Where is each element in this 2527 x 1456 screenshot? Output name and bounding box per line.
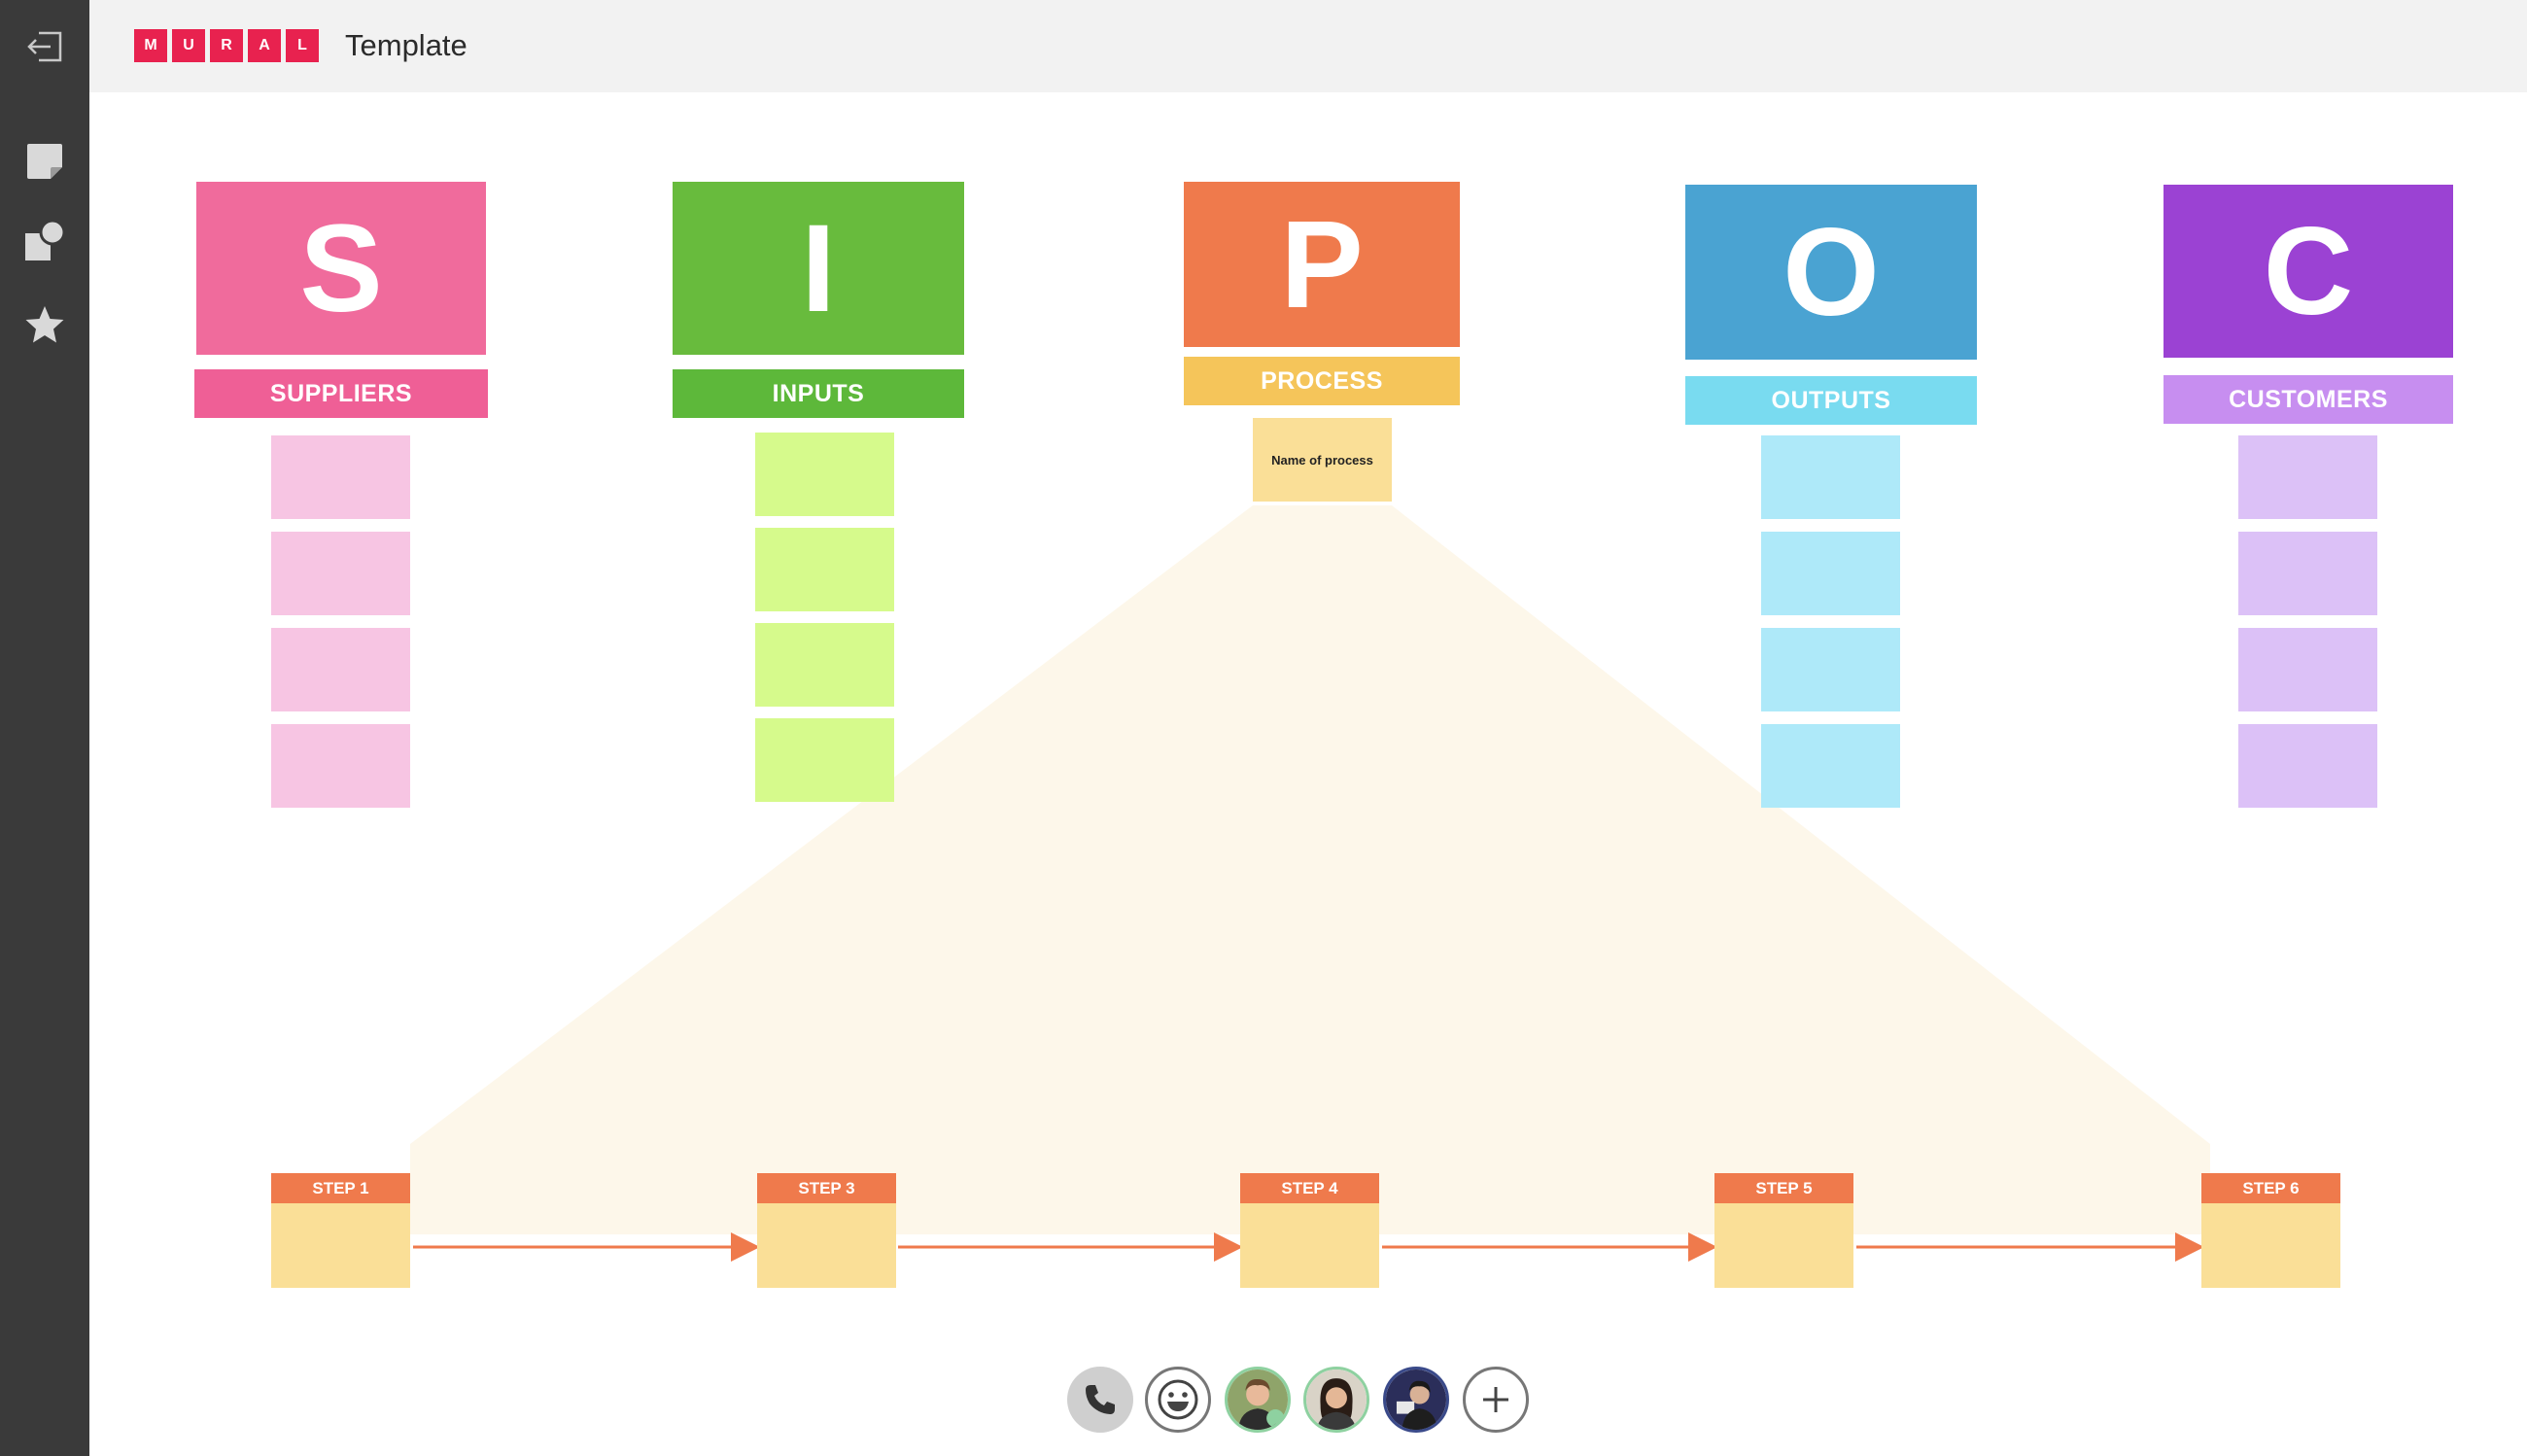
avatar-icon	[1228, 1369, 1288, 1430]
call-button[interactable]	[1067, 1367, 1133, 1433]
supplier-sticky-note[interactable]	[271, 628, 410, 711]
step-label: STEP 5	[1714, 1173, 1853, 1203]
supplier-sticky-note[interactable]	[271, 724, 410, 808]
customer-sticky-note[interactable]	[2238, 435, 2377, 519]
input-sticky-note[interactable]	[755, 528, 894, 611]
sipoc-letter-p[interactable]: P	[1184, 182, 1460, 347]
phone-icon	[1086, 1385, 1115, 1414]
output-sticky-note[interactable]	[1761, 628, 1900, 711]
step-arrows	[413, 1232, 2204, 1262]
process-funnel-shape	[410, 505, 2210, 1234]
shapes-button[interactable]	[19, 216, 70, 266]
exit-icon	[27, 31, 62, 61]
board-canvas[interactable]: S SUPPLIERS I INPUTS P PROCESS Name of p…	[89, 92, 2527, 1456]
sipoc-letter-o[interactable]: O	[1685, 185, 1977, 360]
collaborator-avatar[interactable]	[1383, 1367, 1449, 1433]
avatar-icon	[1386, 1369, 1446, 1430]
sticky-note-button[interactable]	[19, 136, 70, 187]
output-sticky-note[interactable]	[1761, 724, 1900, 808]
input-sticky-note[interactable]	[755, 623, 894, 707]
mural-logo[interactable]: M U R A L	[134, 29, 319, 62]
sipoc-letter-i[interactable]: I	[673, 182, 964, 355]
process-step-note[interactable]: STEP 5	[1714, 1173, 1853, 1288]
sipoc-label-suppliers[interactable]: SUPPLIERS	[194, 369, 488, 418]
logo-letter: U	[172, 29, 205, 62]
sipoc-letter-s[interactable]: S	[196, 182, 486, 355]
collaborator-avatar[interactable]	[1303, 1367, 1369, 1433]
process-step-note[interactable]: STEP 4	[1240, 1173, 1379, 1288]
supplier-sticky-note[interactable]	[271, 435, 410, 519]
top-bar: M U R A L Template	[0, 0, 2527, 92]
sipoc-label-outputs[interactable]: OUTPUTS	[1685, 376, 1977, 425]
logo-letter: R	[210, 29, 243, 62]
sticky-note-icon	[27, 144, 62, 179]
sipoc-letter-c[interactable]: C	[2164, 185, 2453, 358]
customer-sticky-note[interactable]	[2238, 724, 2377, 808]
step-label: STEP 6	[2201, 1173, 2340, 1203]
step-label: STEP 4	[1240, 1173, 1379, 1203]
logo-letter: M	[134, 29, 167, 62]
sipoc-label-customers[interactable]: CUSTOMERS	[2164, 375, 2453, 424]
logo-letter: A	[248, 29, 281, 62]
avatar-icon	[1306, 1369, 1367, 1430]
input-sticky-note[interactable]	[755, 433, 894, 516]
customer-sticky-note[interactable]	[2238, 628, 2377, 711]
emoji-icon	[1158, 1379, 1198, 1420]
favorites-button[interactable]	[19, 299, 70, 350]
supplier-sticky-note[interactable]	[271, 532, 410, 615]
customer-sticky-note[interactable]	[2238, 532, 2377, 615]
process-step-note[interactable]: STEP 1	[271, 1173, 410, 1288]
sipoc-label-inputs[interactable]: INPUTS	[673, 369, 964, 418]
output-sticky-note[interactable]	[1761, 532, 1900, 615]
shapes-icon	[25, 220, 66, 260]
process-step-note[interactable]: STEP 3	[757, 1173, 896, 1288]
process-step-note[interactable]: STEP 6	[2201, 1173, 2340, 1288]
output-sticky-note[interactable]	[1761, 435, 1900, 519]
process-name-note[interactable]: Name of process	[1253, 418, 1392, 502]
step-label: STEP 1	[271, 1173, 410, 1203]
star-icon	[25, 306, 64, 343]
board-title[interactable]: Template	[345, 28, 467, 62]
plus-icon	[1483, 1387, 1508, 1412]
invite-button[interactable]	[1463, 1367, 1529, 1433]
step-label: STEP 3	[757, 1173, 896, 1203]
left-sidebar	[0, 0, 89, 1456]
collaborator-avatar[interactable]	[1225, 1367, 1291, 1433]
logo-letter: L	[286, 29, 319, 62]
input-sticky-note[interactable]	[755, 718, 894, 802]
sipoc-label-process[interactable]: PROCESS	[1184, 357, 1460, 405]
reactions-button[interactable]	[1145, 1367, 1211, 1433]
exit-button[interactable]	[0, 0, 89, 92]
